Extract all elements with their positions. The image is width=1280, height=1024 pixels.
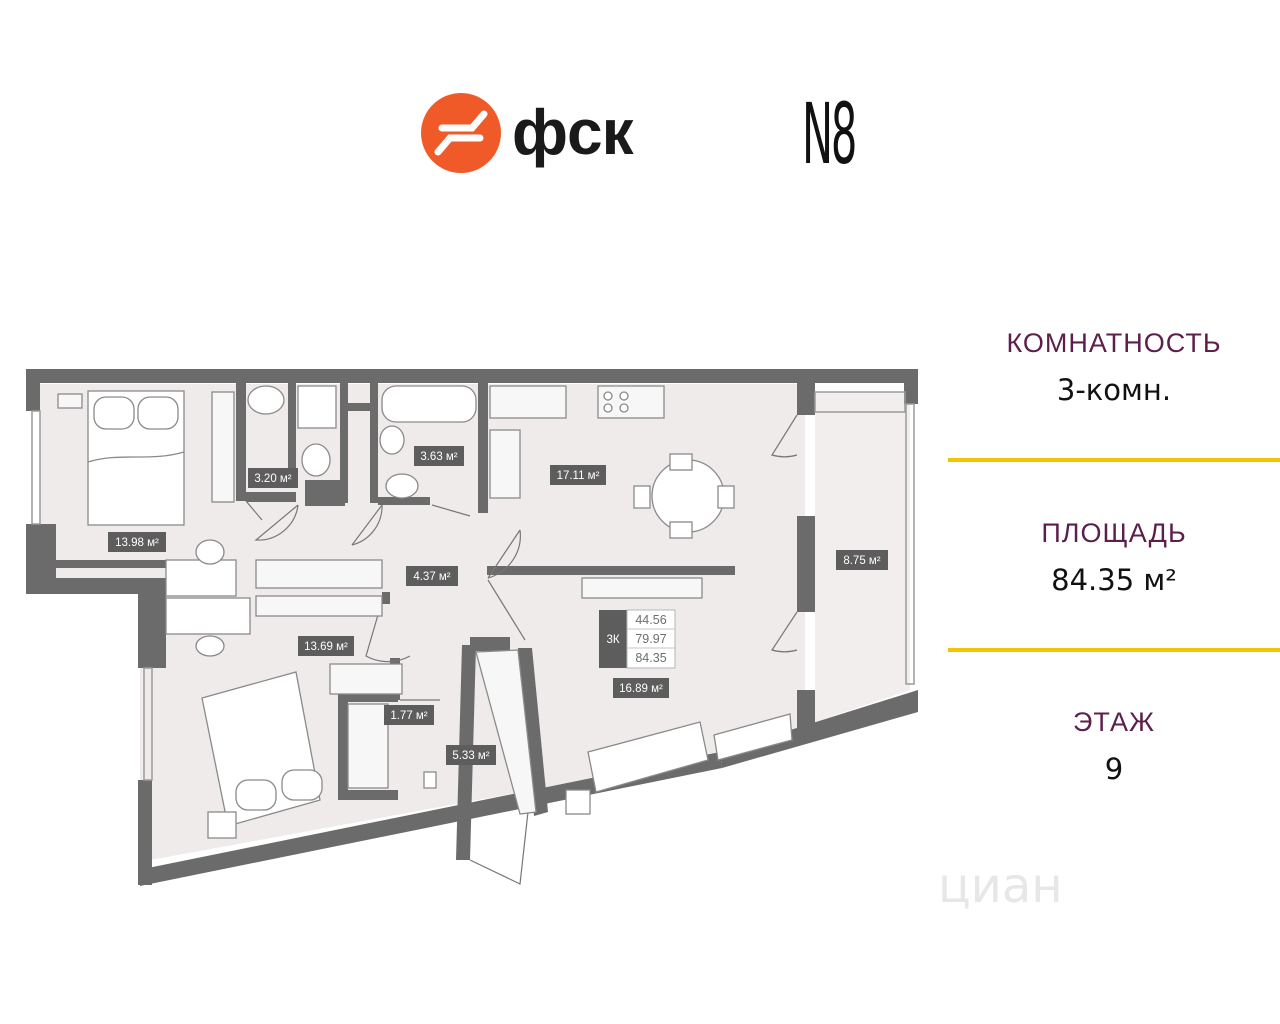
outer-walls	[26, 369, 918, 886]
fsk-logo: фск	[420, 92, 670, 174]
area-label: ПЛОЩАДЬ	[1041, 518, 1187, 548]
summary-total-balcony: 84.35	[635, 651, 666, 665]
floor-block: ЭТАЖ 9	[948, 707, 1280, 786]
shower	[297, 385, 337, 429]
area-balcony: 8.75 м²	[843, 555, 880, 567]
floor-plan: 13.98 м² 3.20 м² 3.63 м² 17.11 м² 8.75 м…	[26, 369, 918, 886]
area-block: ПЛОЩАДЬ 84.35 м²	[948, 518, 1280, 597]
area-summary: 3К 44.56 79.97 84.35	[599, 609, 676, 669]
sofa	[587, 721, 709, 793]
windows	[31, 391, 915, 781]
rooms-label: КОМНАТНОСТЬ	[1006, 328, 1222, 358]
summary-type: 3К	[606, 634, 619, 646]
area-bathroom-2: 3.63 м²	[420, 451, 457, 463]
furniture	[57, 385, 793, 839]
area-hallway: 4.37 м²	[413, 571, 450, 583]
dining-table	[651, 459, 725, 533]
area-corridor: 5.33 м²	[452, 750, 489, 762]
logo-text: фск	[512, 96, 634, 168]
desk-1	[165, 559, 237, 597]
rooms-value: 3-комн.	[1056, 373, 1172, 407]
interior-walls	[56, 383, 735, 860]
project-logo: N8	[802, 85, 857, 183]
summary-total: 79.97	[635, 632, 666, 646]
summary-living: 44.56	[635, 613, 666, 627]
floor-label: ЭТАЖ	[1073, 707, 1155, 737]
area-bedroom-1: 13.98 м²	[115, 537, 159, 549]
area-living-room: 16.89 м²	[619, 683, 663, 695]
room-area-labels: 13.98 м² 3.20 м² 3.63 м² 17.11 м² 8.75 м…	[108, 446, 888, 765]
divider-1	[948, 458, 1280, 462]
floor-value: 9	[1104, 752, 1124, 786]
area-bedroom-2: 13.69 м²	[304, 641, 348, 653]
doors	[245, 414, 798, 885]
watermark: циан	[938, 858, 1063, 914]
area-closet: 1.77 м²	[390, 710, 427, 722]
fsk-logo-icon	[421, 93, 501, 173]
bathtub	[381, 385, 477, 423]
rooms-block: КОМНАТНОСТЬ 3-комн.	[948, 328, 1280, 407]
area-value: 84.35 м²	[1051, 563, 1177, 597]
desk-2	[165, 597, 251, 635]
divider-2	[948, 648, 1280, 652]
area-bathroom-1: 3.20 м²	[254, 473, 291, 485]
area-kitchen: 17.11 м²	[557, 470, 600, 482]
